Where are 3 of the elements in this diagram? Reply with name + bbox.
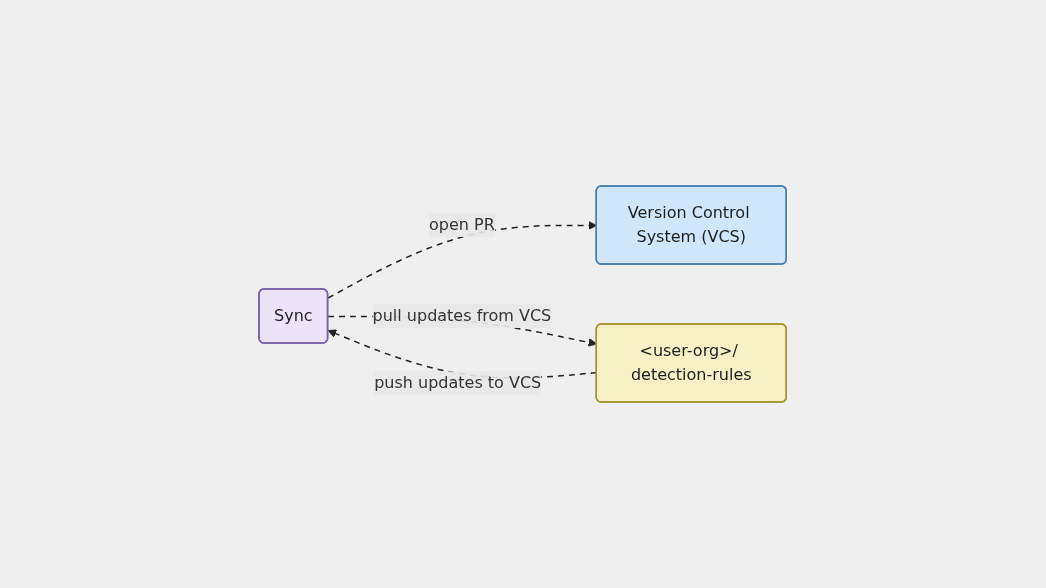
edge-label: push updates to VCS [374,373,542,393]
edge-label: open PR [429,215,496,234]
edge-label: pull updates from VCS [372,306,552,325]
